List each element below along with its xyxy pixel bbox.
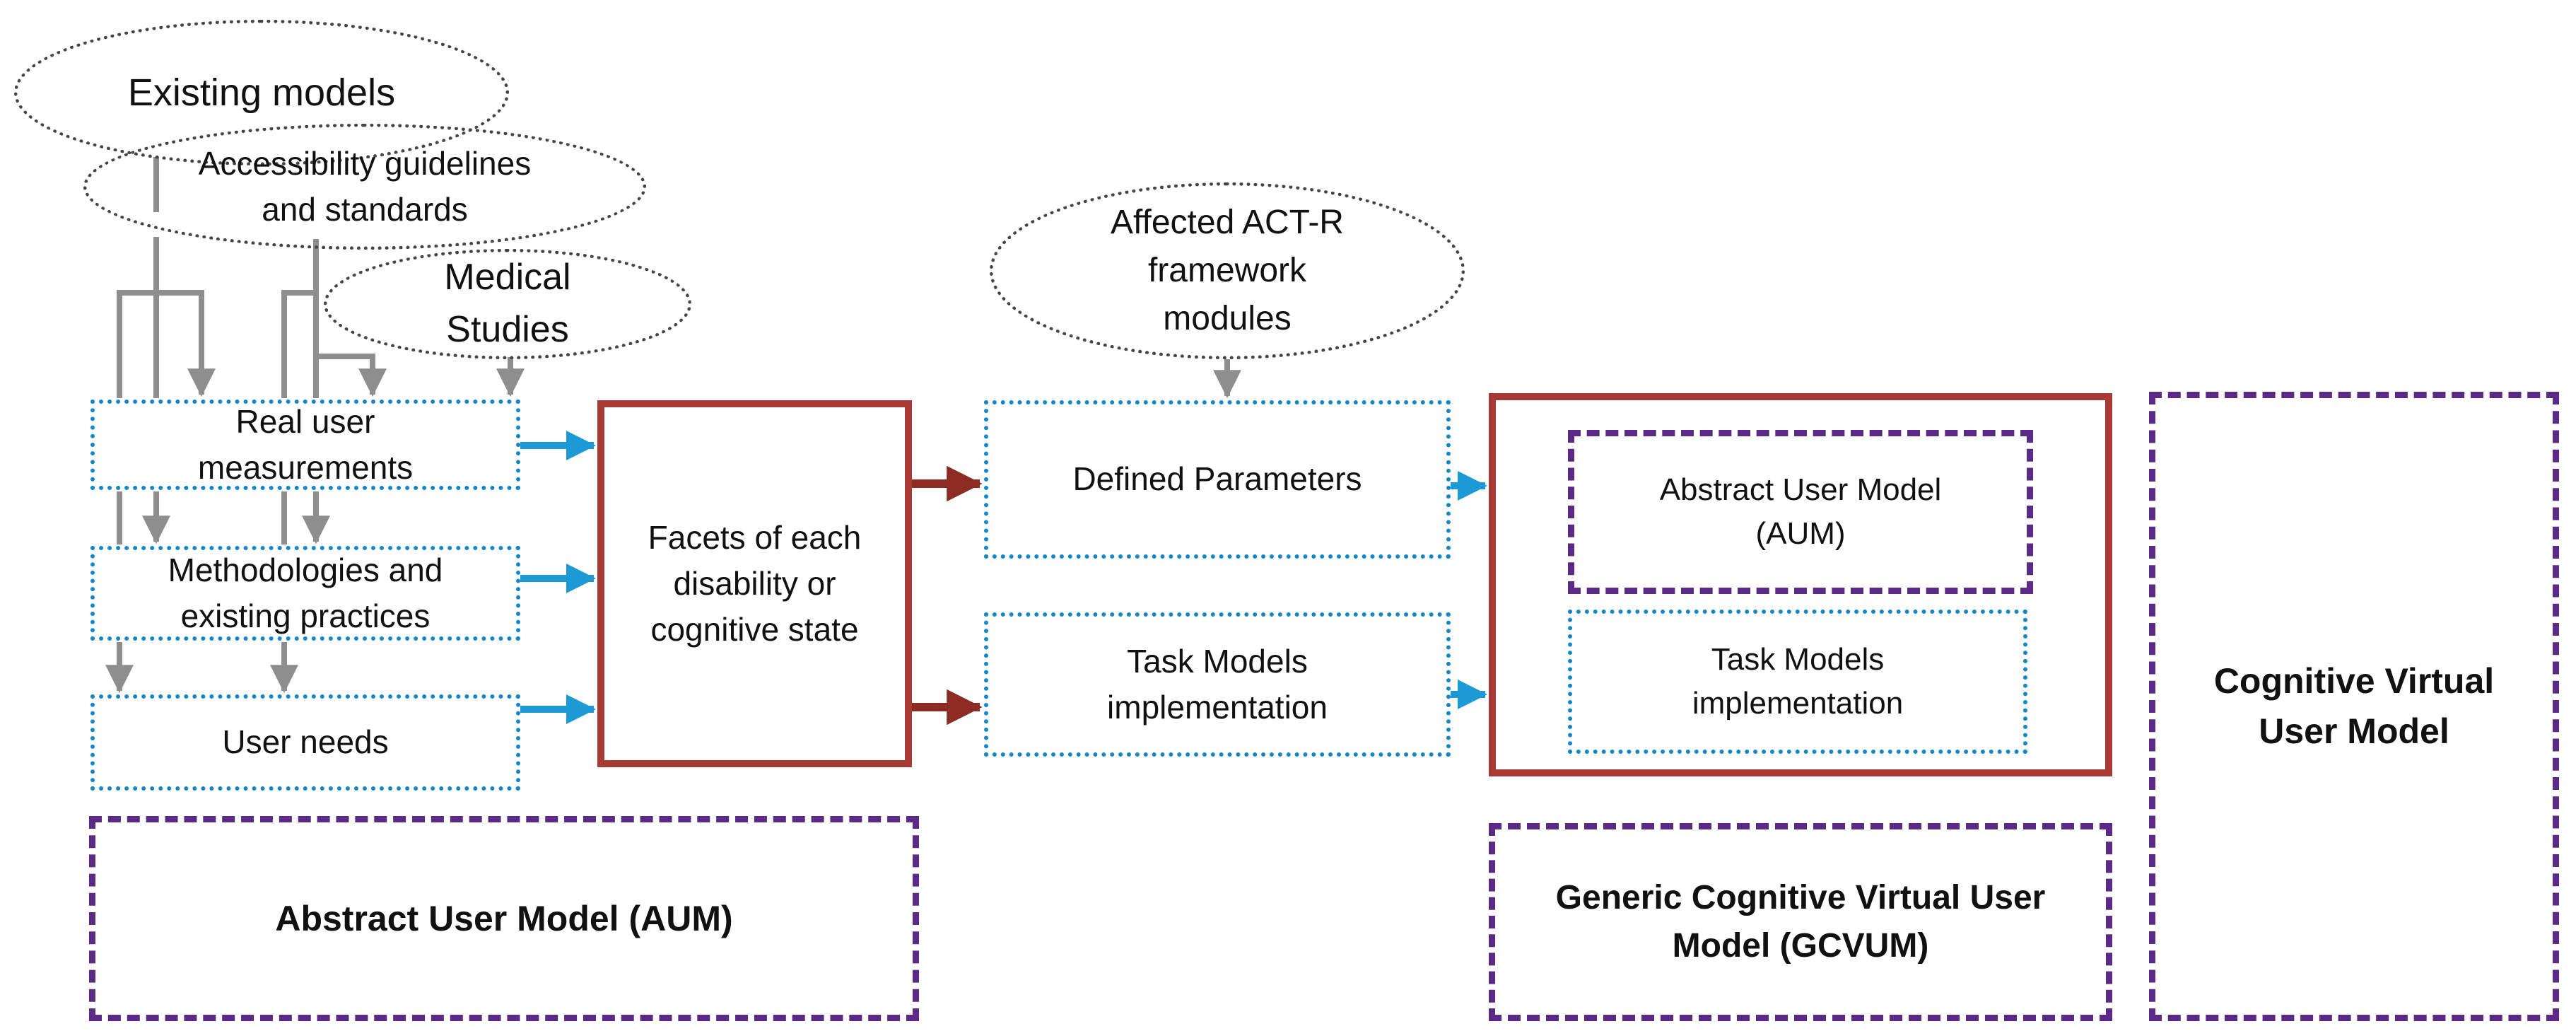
box-methodologies-existing-practices-label: Methodologies and existing practices: [168, 551, 443, 634]
label-box-cognitive-virtual-user-model-text: Cognitive Virtual User Model: [2213, 661, 2495, 751]
ellipse-medical-studies-label: Medical Studies: [444, 257, 571, 350]
ellipse-existing-models-label: Existing models: [127, 71, 396, 114]
ellipse-accessibility-guidelines-label: Accessibility guidelines and standards: [198, 144, 532, 228]
box-facets-of-disability-label: Facets of each disability or cognitive s…: [648, 518, 862, 648]
label-box-gcvum: Generic Cognitive Virtual User Model (GC…: [1489, 823, 2112, 1021]
box-task-models-implementation: Task Models implementation: [984, 612, 1451, 757]
container-gcvum-core: [1489, 393, 2112, 776]
label-box-gcvum-text: Generic Cognitive Virtual User Model (GC…: [1555, 878, 2046, 965]
box-real-user-measurements: Real user measurements: [90, 400, 520, 490]
ellipse-actr-framework-modules: Affected ACT-R framework modules: [990, 182, 1465, 359]
label-box-abstract-user-model: Abstract User Model (AUM): [89, 816, 919, 1021]
box-abstract-user-model-inner-label: Abstract User Model (AUM): [1659, 472, 1942, 551]
box-task-models-implementation-inner-label: Task Models implementation: [1692, 641, 1904, 721]
box-facets-of-disability: Facets of each disability or cognitive s…: [597, 400, 912, 767]
box-methodologies-existing-practices: Methodologies and existing practices: [90, 546, 520, 641]
box-user-needs: User needs: [90, 694, 520, 791]
box-defined-parameters-label: Defined Parameters: [1072, 460, 1362, 498]
box-task-models-implementation-label: Task Models implementation: [1107, 642, 1328, 726]
ellipse-accessibility-guidelines: Accessibility guidelines and standards: [83, 124, 646, 250]
ellipse-existing-models: Existing models: [14, 20, 509, 165]
box-task-models-implementation-inner: Task Models implementation: [1568, 610, 2027, 754]
label-box-abstract-user-model-text: Abstract User Model (AUM): [275, 898, 733, 938]
box-defined-parameters: Defined Parameters: [984, 400, 1451, 559]
ellipse-actr-framework-modules-label: Affected ACT-R framework modules: [1111, 203, 1344, 338]
box-user-needs-label: User needs: [222, 723, 389, 761]
gray-feed-lines: [105, 157, 1241, 694]
box-abstract-user-model-inner: Abstract User Model (AUM): [1568, 430, 2033, 594]
blue-arrows: [520, 431, 1487, 725]
label-box-cognitive-virtual-user-model: Cognitive Virtual User Model: [2149, 392, 2559, 1021]
ellipse-medical-studies: Medical Studies: [324, 249, 691, 359]
dark-red-arrows: [912, 465, 983, 726]
box-real-user-measurements-label: Real user measurements: [197, 402, 414, 486]
